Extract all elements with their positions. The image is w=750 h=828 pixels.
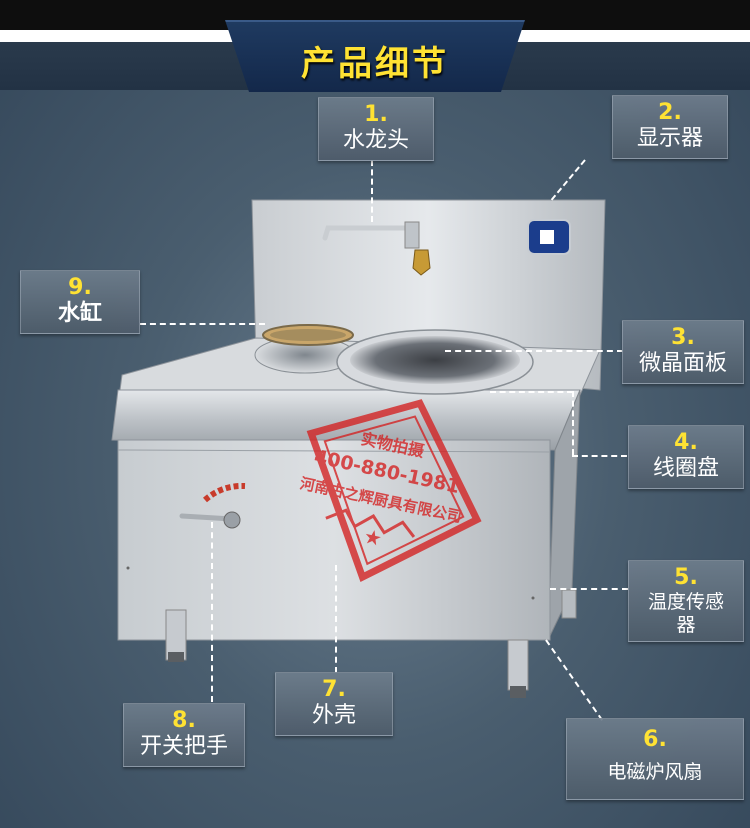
label-crystal-panel: 3. 微晶面板 bbox=[622, 320, 744, 384]
leader-3 bbox=[445, 350, 623, 352]
label-housing: 7. 外壳 bbox=[275, 672, 393, 736]
dial-arc bbox=[203, 482, 246, 503]
page-title: 产品细节 bbox=[301, 44, 449, 84]
leader-5 bbox=[550, 588, 628, 590]
label-switch-handle: 8. 开关把手 bbox=[123, 703, 245, 767]
front-body bbox=[117, 439, 551, 641]
title-tab bbox=[225, 20, 525, 92]
leader-7 bbox=[335, 565, 337, 673]
label-water-tank: 9. 水缸 bbox=[20, 270, 140, 334]
wok-bowl bbox=[350, 336, 520, 384]
label-fan: 6. 电磁炉风扇 bbox=[566, 718, 744, 800]
leader-4a bbox=[490, 391, 573, 393]
stamp-star-icon: ★ bbox=[362, 524, 385, 551]
leg-back bbox=[561, 589, 577, 619]
label-faucet: 1. 水龙头 bbox=[318, 97, 434, 161]
label-temp-sensor: 5. 温度传感器 bbox=[628, 560, 744, 642]
label-coil-disc: 4. 线圈盘 bbox=[628, 425, 744, 489]
photo-stamp: 实物拍摄 400-880-1981 河南古之辉厨具有限公司 ★ bbox=[298, 399, 482, 583]
brand-badge bbox=[412, 249, 431, 276]
leader-9 bbox=[140, 323, 265, 325]
leader-4c bbox=[572, 455, 627, 457]
stamp-border bbox=[306, 399, 482, 583]
leg-right bbox=[507, 639, 529, 691]
leader-1 bbox=[371, 160, 373, 222]
label-display: 2. 显示器 bbox=[612, 95, 728, 159]
leader-4b bbox=[572, 391, 574, 455]
leader-8 bbox=[211, 522, 213, 702]
